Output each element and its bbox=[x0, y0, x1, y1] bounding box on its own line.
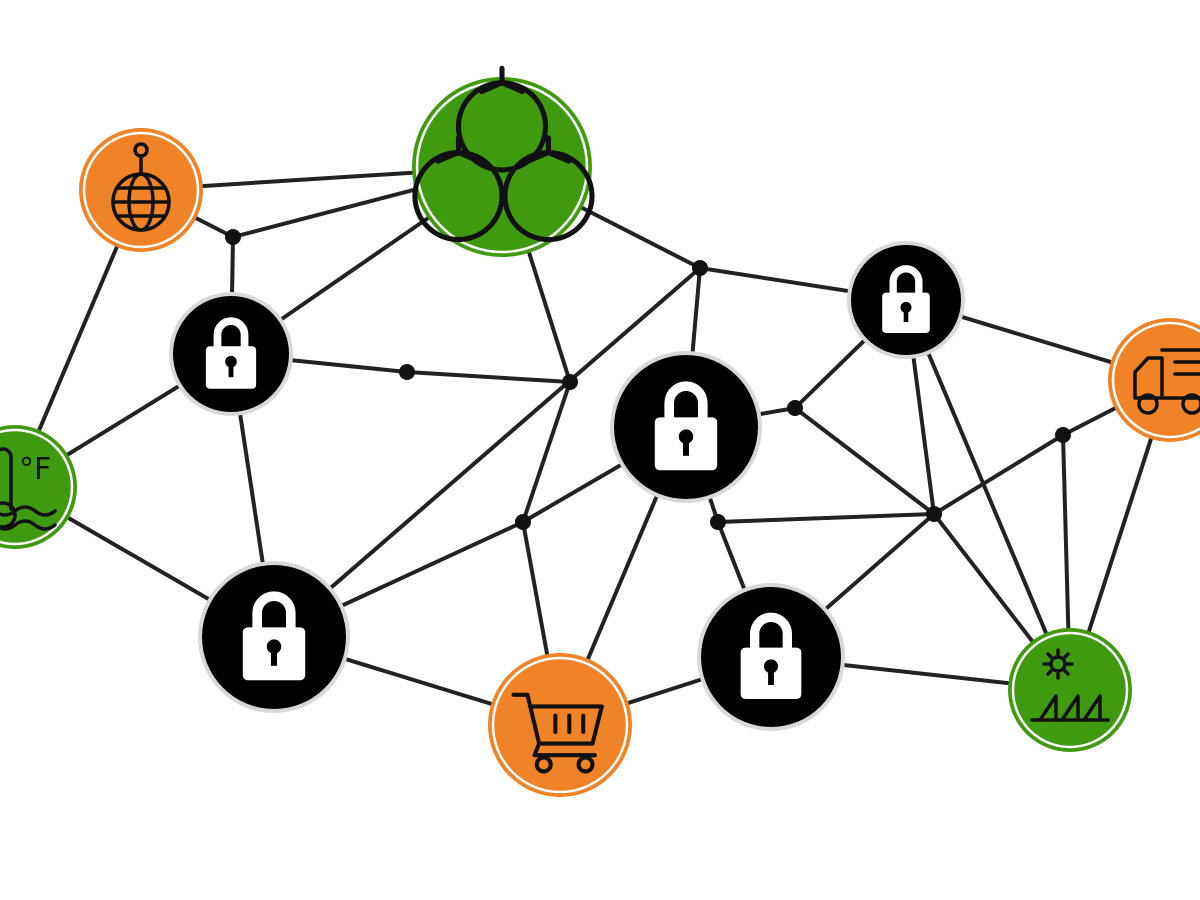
node-thermometer: °F bbox=[0, 425, 77, 549]
node-lock-3 bbox=[610, 351, 762, 503]
junction-dot bbox=[1055, 427, 1071, 443]
junction-dot bbox=[926, 506, 942, 522]
edge-j3-j4 bbox=[405, 370, 572, 384]
junction-dot bbox=[515, 514, 531, 530]
junctions bbox=[225, 229, 1071, 530]
node-truck bbox=[1108, 318, 1200, 442]
padlock-icon bbox=[242, 591, 306, 681]
junction-dot bbox=[399, 364, 415, 380]
edge-j9-j6 bbox=[932, 433, 1065, 516]
edges bbox=[13, 165, 1172, 727]
node-outer-ring bbox=[1008, 628, 1132, 752]
node-outer-ring bbox=[488, 653, 632, 797]
padlock-icon bbox=[740, 612, 802, 699]
nodes: °F bbox=[0, 65, 1200, 797]
edge-lock-4-solar bbox=[904, 298, 1072, 692]
edge-j4-j7 bbox=[521, 380, 572, 524]
truck-icon bbox=[1133, 348, 1200, 415]
junction-dot bbox=[692, 260, 708, 276]
node-inner-ring bbox=[82, 131, 200, 249]
node-inner-ring bbox=[1111, 321, 1200, 439]
node-lock-1 bbox=[169, 292, 293, 416]
solar-panel-icon bbox=[1030, 648, 1110, 722]
thermometer-water-icon: °F bbox=[0, 447, 57, 531]
node-solar bbox=[1008, 628, 1132, 752]
node-outer-ring bbox=[1108, 318, 1200, 442]
edge-j8-j9 bbox=[716, 512, 936, 524]
node-outer-ring bbox=[0, 425, 77, 549]
padlock-icon bbox=[882, 265, 930, 333]
padlock-icon bbox=[205, 317, 257, 389]
edge-lock-2-j2 bbox=[272, 266, 702, 639]
node-lock-2 bbox=[198, 561, 350, 713]
junction-dot bbox=[562, 374, 578, 390]
node-cart bbox=[488, 653, 632, 797]
padlock-icon bbox=[654, 381, 718, 471]
edge-j5-j9 bbox=[793, 406, 936, 516]
node-inner-ring bbox=[1011, 631, 1129, 749]
node-outer-ring bbox=[79, 128, 203, 252]
node-globe bbox=[79, 128, 203, 252]
degrees-fahrenheit-label: °F bbox=[19, 452, 51, 487]
junction-dot bbox=[225, 229, 241, 245]
node-tomatoes bbox=[412, 65, 595, 257]
junction-dot bbox=[787, 400, 803, 416]
node-lock-5 bbox=[697, 583, 845, 731]
node-outer-ring bbox=[412, 77, 592, 257]
node-inner-ring bbox=[0, 428, 74, 546]
globe-pin-icon bbox=[111, 142, 171, 232]
node-inner-ring bbox=[491, 656, 629, 794]
junction-dot bbox=[710, 514, 726, 530]
shopping-cart-icon bbox=[511, 692, 604, 774]
node-lock-4 bbox=[847, 241, 965, 359]
tomatoes-icon bbox=[412, 65, 595, 243]
